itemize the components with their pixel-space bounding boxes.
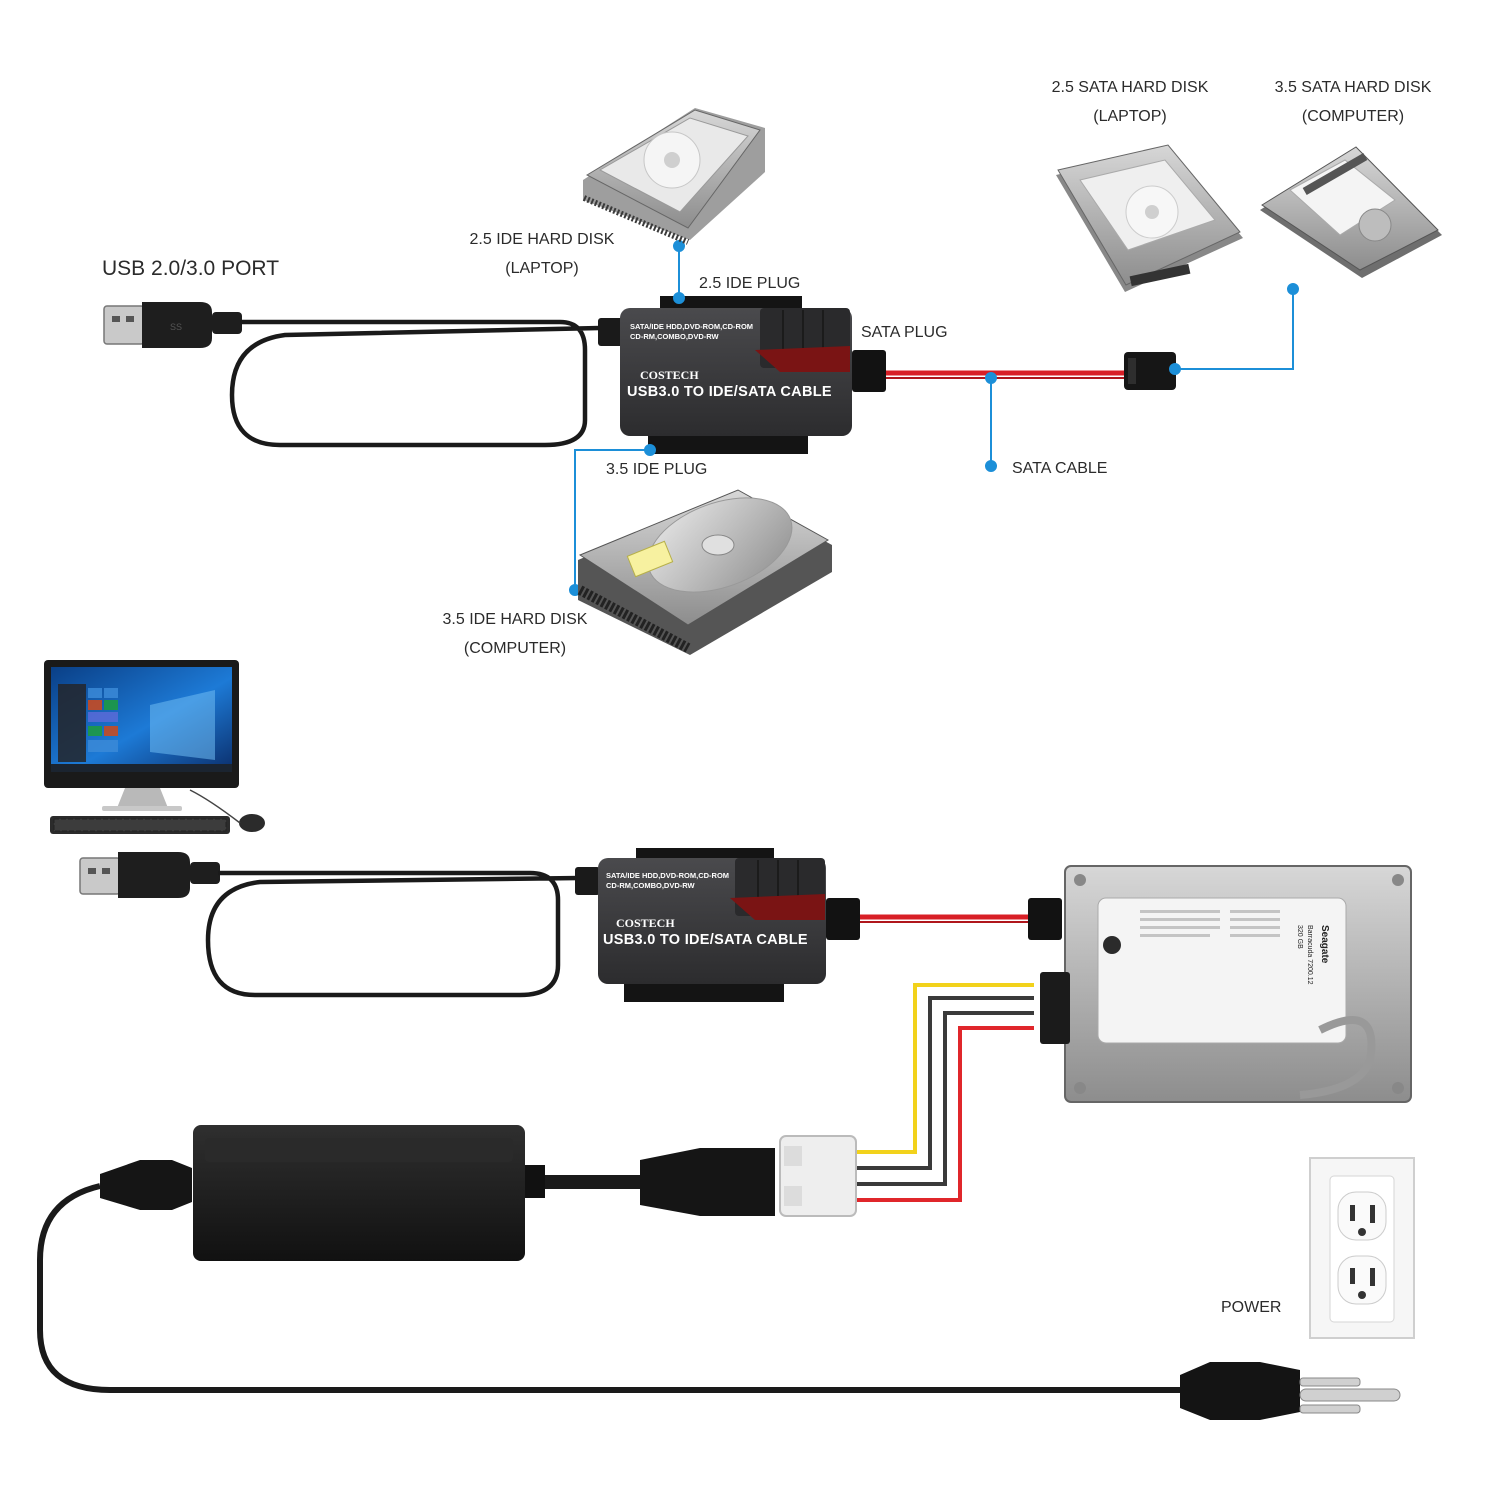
usb-cable-top: [229, 319, 601, 448]
sata25-disk-label: 2.5 SATA HARD DISK (LAPTOP): [1035, 73, 1225, 131]
adapter-top: [598, 296, 886, 454]
adapter-bottom-title: USB3.0 TO IDE/SATA CABLE: [603, 932, 808, 948]
hdd-35-sata-icon: [1260, 146, 1442, 278]
sata35-disk-label-line2: (COMPUTER): [1301, 108, 1405, 125]
adapter-top-brand: COSTECH: [640, 368, 699, 382]
sata-cable-label: SATA CABLE: [1012, 460, 1108, 477]
adapter-bottom: [575, 848, 860, 1002]
hdd-capacity-text: 320 GB: [1296, 925, 1303, 949]
hdd-brand-text: Seagate: [1319, 925, 1330, 964]
svg-text:SS: SS: [170, 322, 182, 332]
usb-port-label: USB 2.0/3.0 PORT: [102, 257, 280, 280]
adapter-top-title: USB3.0 TO IDE/SATA CABLE: [627, 384, 832, 400]
usb-cable-bottom: [205, 870, 581, 998]
ide25-disk-label: 2.5 IDE HARD DISK (LAPTOP): [452, 225, 632, 283]
hdd-35-ide-icon: [577, 489, 832, 655]
sata35-disk-label: 3.5 SATA HARD DISK (COMPUTER): [1258, 73, 1448, 131]
sata-plug-label: SATA PLUG: [861, 324, 948, 341]
hdd-model-text: Barracuda 7200.12: [1306, 925, 1313, 985]
adapter-top-line2: CD-RM,COMBO,DVD-RW: [630, 332, 719, 341]
ide35-disk-label: 3.5 IDE HARD DISK (COMPUTER): [425, 605, 605, 663]
hdd-25-ide-icon: [582, 108, 765, 245]
power-plug-icon: [1180, 1362, 1401, 1420]
ide35-disk-label-line2: (COMPUTER): [463, 640, 567, 657]
adapter-bottom-line2: CD-RM,COMBO,DVD-RW: [606, 881, 695, 890]
ide25-disk-label-line1: 2.5 IDE HARD DISK: [469, 231, 615, 248]
sata35-disk-label-line1: 3.5 SATA HARD DISK: [1274, 79, 1432, 96]
adapter-top-line1: SATA/IDE HDD,DVD-ROM,CD-ROM: [630, 322, 754, 331]
power-adapter-brick: [100, 1125, 857, 1261]
usb-plug-top: SS: [103, 302, 242, 348]
desktop-computer-icon: [44, 660, 265, 834]
sata-cable-bottom: [860, 898, 1062, 940]
adapter-bottom-brand: COSTECH: [616, 916, 675, 930]
wall-outlet-icon: [1309, 1157, 1415, 1339]
ide25-disk-label-line2: (LAPTOP): [505, 260, 579, 277]
power-label: POWER: [1221, 1299, 1282, 1316]
sata-cable-top: [886, 352, 1176, 390]
sata25-disk-label-line1: 2.5 SATA HARD DISK: [1051, 79, 1209, 96]
adapter-bottom-line1: SATA/IDE HDD,DVD-ROM,CD-ROM: [606, 871, 730, 880]
hdd-35-large-icon: Seagate Barracuda 7200.12 320 GB: [1040, 865, 1412, 1103]
usb-plug-bottom: [79, 852, 220, 898]
ide35-plug-label: 3.5 IDE PLUG: [606, 461, 708, 478]
ide35-disk-label-line1: 3.5 IDE HARD DISK: [442, 611, 588, 628]
hdd-25-sata-icon: [1056, 144, 1243, 292]
molex-wires: [852, 983, 1034, 1202]
ide25-plug-label: 2.5 IDE PLUG: [699, 275, 801, 292]
callouts: [569, 240, 1299, 596]
power-cord: [37, 1183, 1200, 1393]
sata25-disk-label-line2: (LAPTOP): [1093, 108, 1167, 125]
